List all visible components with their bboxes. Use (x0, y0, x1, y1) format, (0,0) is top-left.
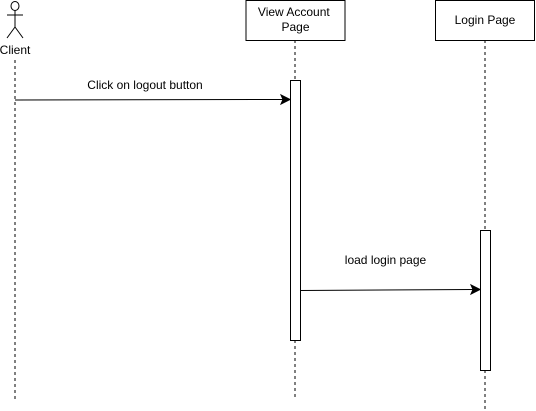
message-load-login-page: load login page (299, 253, 482, 296)
actor-left-leg (6, 26, 16, 39)
message-click-logout-label: Click on logout button (87, 78, 202, 92)
message-click-logout-arrowhead (279, 93, 292, 106)
participant-login-page-label: Login Page (455, 13, 516, 27)
participant-view-account-page-label-line-1: View Account (258, 5, 330, 19)
participant-login-page-label-line-1: Login Page (455, 13, 516, 27)
actor-client: Client (0, 1, 31, 57)
actor-head (10, 1, 20, 11)
participant-view-account-page-box (245, 0, 346, 41)
message-click-logout: Click on logout button (14, 78, 292, 106)
activation-view-account-page (290, 80, 301, 341)
participant-login-page: Login Page (435, 0, 535, 41)
message-click-logout-line (14, 99, 284, 101)
participant-view-account-page: View Account Page (245, 0, 346, 41)
participant-login-page-box (435, 0, 535, 41)
participant-view-account-page-label: View Account Page (258, 5, 333, 34)
activation-login-page (480, 230, 491, 371)
message-load-login-page-arrowhead (469, 283, 482, 296)
actor-client-figure (6, 1, 24, 39)
actor-client-label: Client (0, 43, 31, 57)
participant-view-account-page-label-line-2: Page (281, 20, 309, 34)
actor-right-leg (14, 26, 24, 39)
message-load-login-page-line (299, 289, 474, 291)
message-load-login-page-label: load login page (345, 253, 427, 267)
